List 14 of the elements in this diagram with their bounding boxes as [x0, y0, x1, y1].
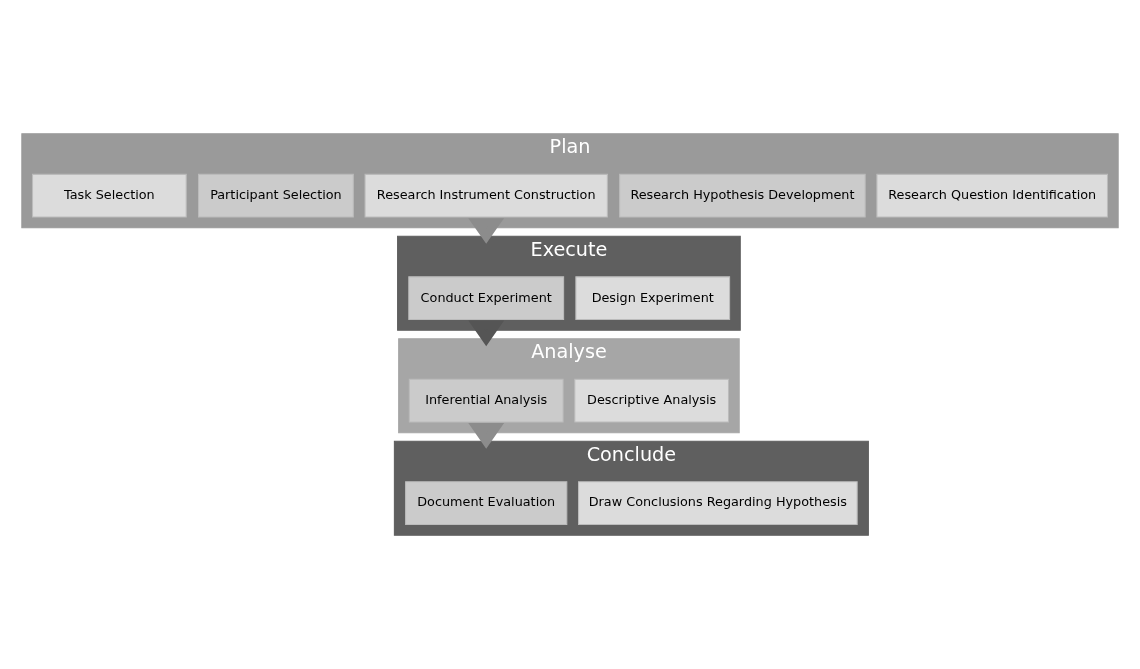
node-box: Research Instrument Construction: [364, 173, 608, 218]
node-box: Inferential Analysis: [408, 378, 564, 423]
node-box: Conduct Experiment: [408, 276, 565, 321]
node-box: Design Experiment: [575, 276, 731, 321]
node-box: Task Selection: [31, 173, 187, 218]
node-box: Research Hypothesis Development: [619, 173, 866, 218]
node-box: Descriptive Analysis: [574, 378, 730, 423]
arrow: [468, 320, 505, 347]
node-box: Document Evaluation: [405, 481, 568, 526]
arrow: [468, 218, 505, 244]
node-box: Research Question Identification: [876, 173, 1109, 218]
node-box: Draw Conclusions Regarding Hypothesis: [578, 481, 858, 526]
node-box: Participant Selection: [197, 173, 354, 218]
arrow: [468, 423, 505, 449]
